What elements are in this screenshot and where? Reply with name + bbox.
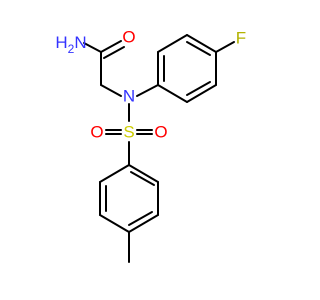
chemical-structure-diagram: H2N O N F S O O [55, 28, 246, 263]
atom-n-sulfonamide: N [123, 87, 135, 106]
atom-s: S [123, 123, 134, 142]
atom-o-carbonyl: O [122, 28, 135, 47]
atom-labels: H2N O N F S O O [55, 28, 246, 142]
bond-ring1-e-inner [186, 81, 211, 96]
bond-ring1-f-label [215, 41, 235, 53]
bond-carbonyl-o-1 [100, 40, 122, 53]
bond-ring1-c-inner [186, 41, 211, 56]
bond-n-aryl [136, 84, 159, 97]
bond-nh2-carbonyl [83, 42, 102, 53]
bonds [83, 34, 235, 263]
bond-ring1-b [157, 34, 188, 53]
atom-f: F [236, 29, 246, 48]
bond-ring2-a [128, 164, 159, 183]
bond-carbonyl-o-2 [103, 46, 125, 59]
atom-o-sulfonyl-right: O [154, 123, 167, 142]
bond-ring1-c [186, 34, 217, 53]
bond-ring2-c [128, 214, 159, 233]
bond-ring2-f [99, 164, 130, 183]
bond-ring1-e [186, 84, 217, 103]
atom-o-sulfonyl-left: O [90, 123, 103, 142]
bond-ring1-f [157, 84, 188, 103]
bond-ring2-a-inner [130, 171, 155, 186]
atom-nh2: H2N [55, 33, 86, 57]
bond-ring2-c-inner [128, 211, 153, 226]
bond-ring2-d [99, 214, 130, 233]
bond-ch2-n [100, 84, 122, 97]
